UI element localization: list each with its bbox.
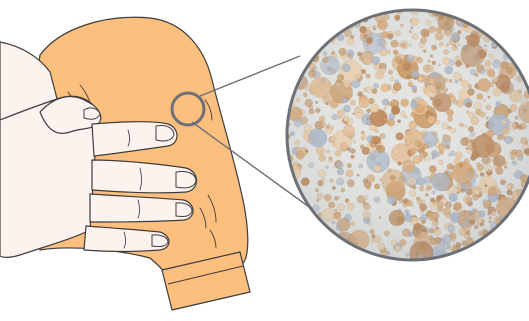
- lens-bubble: [284, 159, 289, 164]
- lens-bubble: [379, 10, 382, 13]
- connector-line-top: [200, 56, 300, 96]
- magnified-lens: [280, 5, 529, 266]
